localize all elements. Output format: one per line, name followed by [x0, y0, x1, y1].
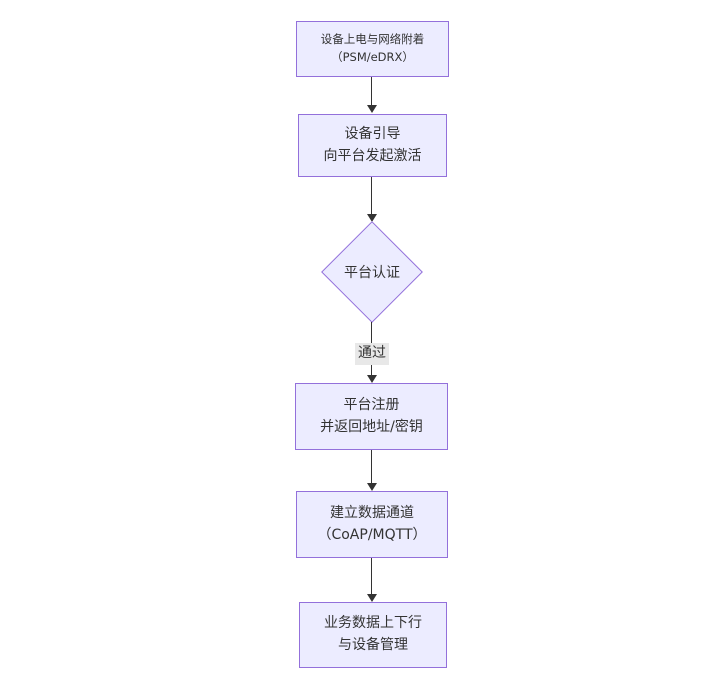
node-text-line: 业务数据上下行 [324, 615, 422, 632]
edge-a-b-line [371, 77, 372, 105]
node-text-line: （PSM/eDRX） [331, 50, 414, 64]
edge-e-f-line [371, 558, 372, 594]
edge-d-e-line [371, 450, 372, 483]
decision-platform-auth: 平台认证 [321, 221, 423, 323]
arrow-down-head-icon [367, 483, 377, 491]
edge-label-pass: 通过 [355, 343, 389, 365]
node-text-line: 并返回地址/密钥 [320, 418, 423, 435]
arrow-down-head-icon [367, 375, 377, 383]
edge-b-c-line [371, 177, 372, 214]
node-text-line: （CoAP/MQTT） [317, 526, 427, 543]
arrow-down-head-icon [367, 105, 377, 113]
node-text-line: 平台注册 [343, 396, 400, 413]
node-data-channel: 建立数据通道 （CoAP/MQTT） [296, 491, 448, 558]
node-text-line: 与设备管理 [338, 637, 408, 653]
node-text-line: 设备上电与网络附着 [320, 32, 425, 47]
node-text-line: 向平台发起激活 [323, 147, 422, 164]
node-platform-register: 平台注册 并返回地址/密钥 [295, 383, 448, 450]
node-text-line: 建立数据通道 [330, 504, 414, 521]
node-text-line: 平台认证 [344, 265, 400, 281]
node-business-data-mgmt: 业务数据上下行 与设备管理 [299, 602, 447, 668]
node-power-network-attach: 设备上电与网络附着 （PSM/eDRX） [296, 21, 449, 77]
arrow-down-head-icon [367, 214, 377, 222]
node-device-bootstrap: 设备引导 向平台发起激活 [298, 114, 447, 177]
node-text-line: 设备引导 [344, 125, 401, 142]
arrow-down-head-icon [367, 594, 377, 602]
